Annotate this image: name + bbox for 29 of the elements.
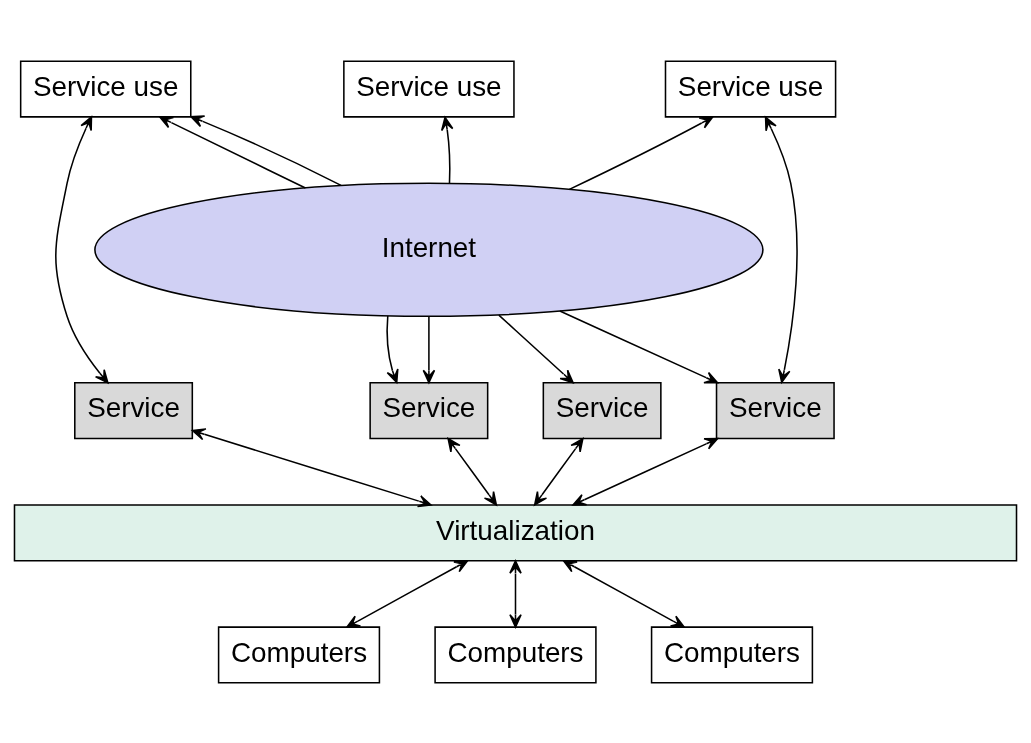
arrow bbox=[190, 114, 342, 186]
arrow bbox=[55, 115, 109, 384]
node-box: Service bbox=[369, 381, 489, 439]
arrow bbox=[764, 115, 798, 383]
arrow bbox=[533, 437, 584, 506]
arrow bbox=[559, 309, 719, 384]
arrow bbox=[191, 427, 432, 507]
arrow bbox=[562, 559, 685, 628]
node-box: Service use bbox=[19, 59, 192, 118]
node-ellipse: Internet bbox=[94, 182, 764, 317]
arrow bbox=[422, 315, 436, 383]
arrow bbox=[386, 314, 399, 383]
node-box: Virtualization bbox=[13, 503, 1018, 561]
node-box: Computers bbox=[650, 625, 814, 684]
node-box: Service bbox=[74, 381, 194, 439]
arrow bbox=[568, 115, 714, 190]
node-box: Service use bbox=[343, 59, 515, 118]
node-box: Computers bbox=[217, 625, 381, 684]
arrow bbox=[509, 559, 522, 628]
node-box: Service bbox=[542, 381, 662, 439]
node-box: Service use bbox=[664, 59, 837, 118]
arrow bbox=[498, 313, 574, 383]
arrow bbox=[159, 115, 307, 189]
arrow bbox=[447, 437, 498, 506]
arrow bbox=[346, 559, 469, 628]
arrow bbox=[440, 116, 454, 184]
node-box: Service bbox=[715, 381, 835, 439]
arrow bbox=[572, 437, 719, 506]
node-box: Computers bbox=[434, 625, 597, 684]
